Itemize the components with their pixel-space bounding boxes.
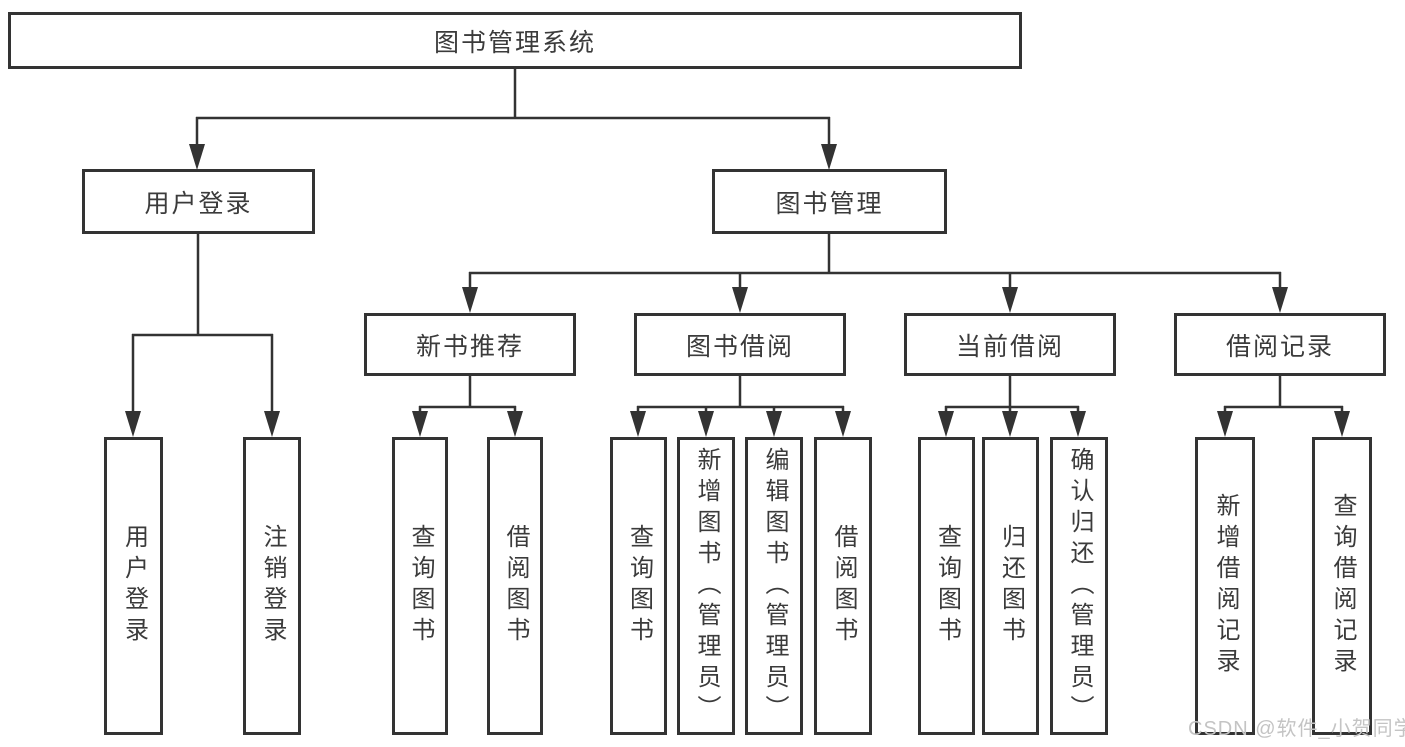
node-new-book-recommendation: 新书推荐 (364, 313, 576, 376)
leaf-borrow-books-borrowing: 借阅图书 (814, 437, 872, 735)
node-user-login-label: 用户登录 (144, 189, 253, 218)
leaf-borrow-books-recommend: 借阅图书 (487, 437, 543, 735)
node-book-management: 图书管理 (712, 169, 947, 234)
node-book-borrowing-label: 图书借阅 (685, 332, 794, 361)
leaf-return-books-label: 归还图书 (997, 524, 1025, 648)
node-new-book-recommendation-label: 新书推荐 (415, 332, 524, 361)
node-borrowing-records-label: 借阅记录 (1225, 332, 1334, 361)
leaf-query-books-recommend-label: 查询图书 (407, 524, 434, 648)
leaf-add-borrow-record: 新增借阅记录 (1195, 437, 1255, 735)
leaf-add-book-admin: 新增图书（管理员） (677, 437, 735, 735)
leaf-query-books-current: 查询图书 (918, 437, 975, 735)
leaf-edit-book-admin-label: 编辑图书（管理员） (761, 446, 788, 726)
node-book-borrowing: 图书借阅 (634, 313, 846, 376)
leaf-confirm-return-admin: 确认归还（管理员） (1050, 437, 1108, 735)
leaf-query-books-current-label: 查询图书 (933, 524, 961, 648)
csdn-watermark: CSDN @软件_小贺同学 (1188, 718, 1405, 740)
leaf-borrow-books-borrowing-label: 借阅图书 (830, 524, 857, 648)
node-current-borrowing-label: 当前借阅 (955, 332, 1064, 361)
leaf-query-borrow-record-label: 查询借阅记录 (1329, 493, 1356, 679)
leaf-query-borrow-record: 查询借阅记录 (1312, 437, 1372, 735)
leaf-logout-label: 注销登录 (259, 524, 286, 648)
leaf-return-books: 归还图书 (982, 437, 1039, 735)
leaf-add-book-admin-label: 新增图书（管理员） (693, 446, 720, 726)
leaf-query-books-borrowing: 查询图书 (610, 437, 667, 735)
leaf-edit-book-admin: 编辑图书（管理员） (745, 437, 803, 735)
leaf-query-books-borrowing-label: 查询图书 (625, 524, 653, 648)
leaf-confirm-return-admin-label: 确认归还（管理员） (1066, 446, 1093, 726)
leaf-borrow-books-recommend-label: 借阅图书 (502, 524, 529, 648)
node-current-borrowing: 当前借阅 (904, 313, 1116, 376)
node-root-label: 图书管理系统 (433, 28, 596, 57)
leaf-add-borrow-record-label: 新增借阅记录 (1212, 493, 1239, 679)
node-book-management-label: 图书管理 (775, 189, 884, 218)
node-user-login: 用户登录 (82, 169, 315, 234)
node-borrowing-records: 借阅记录 (1174, 313, 1386, 376)
leaf-query-books-recommend: 查询图书 (392, 437, 448, 735)
leaf-user-login-label: 用户登录 (120, 524, 148, 648)
leaf-user-login: 用户登录 (104, 437, 163, 735)
leaf-logout: 注销登录 (243, 437, 301, 735)
node-root: 图书管理系统 (8, 12, 1022, 69)
